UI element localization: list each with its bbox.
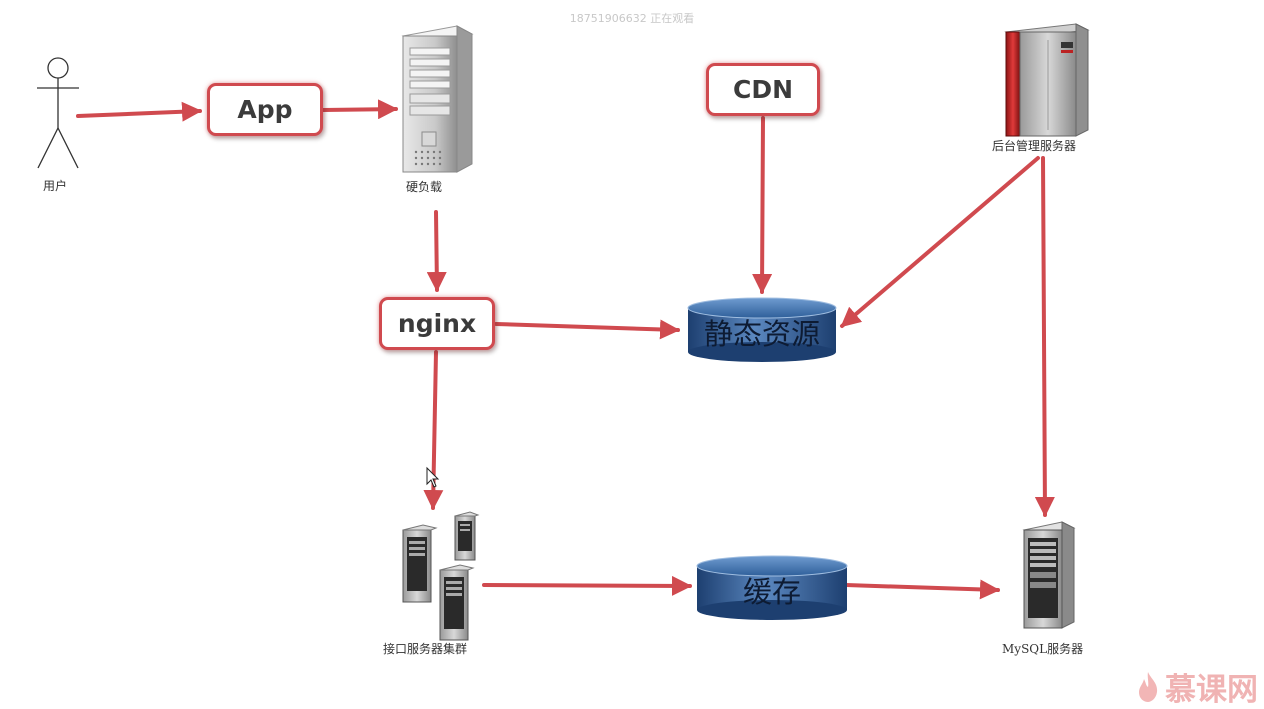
logo-text: 慕课网 <box>1165 672 1258 708</box>
flame-logo-icon <box>1139 671 1158 702</box>
edge-admin-mysql <box>1034 156 1055 517</box>
viewer-notice: 18751906632 正在观看 <box>569 12 695 25</box>
edge-admin-static <box>840 156 1040 328</box>
edges <box>76 99 1055 600</box>
mysql-caption: MySQL服务器 <box>1002 642 1084 656</box>
mouse-cursor-icon <box>426 466 440 488</box>
user-caption: 用户 <box>43 179 68 193</box>
edge-load-balancer-nginx <box>426 210 447 292</box>
tower-server-icon <box>401 25 474 173</box>
api-cluster-caption: 接口服务器集群 <box>383 642 468 656</box>
database-cylinder-icon <box>687 297 837 362</box>
red-server-cabinet-icon <box>1004 23 1090 137</box>
server-cluster-icon <box>402 511 480 641</box>
rack-server-icon <box>1022 521 1076 629</box>
stick-figure-icon <box>37 57 79 169</box>
edge-app-load-balancer <box>321 99 398 120</box>
edge-user-app <box>76 101 202 122</box>
edge-cdn-static <box>752 116 773 294</box>
nginx-node: nginx <box>379 297 495 350</box>
edge-nginx-static <box>494 319 680 340</box>
app-node: App <box>207 83 323 136</box>
cdn-node: CDN <box>706 63 820 116</box>
static-resources-label: 静态资源 <box>703 317 820 351</box>
database-cylinder-icon <box>696 555 848 620</box>
brand-logo: 慕课网 <box>1137 664 1258 709</box>
edge-cache-mysql <box>844 579 1000 600</box>
edge-cluster-cache <box>482 575 692 596</box>
load-balancer-caption: 硬负载 <box>406 180 443 194</box>
cache-label: 缓存 <box>742 575 801 609</box>
admin-server-caption: 后台管理服务器 <box>992 139 1077 153</box>
